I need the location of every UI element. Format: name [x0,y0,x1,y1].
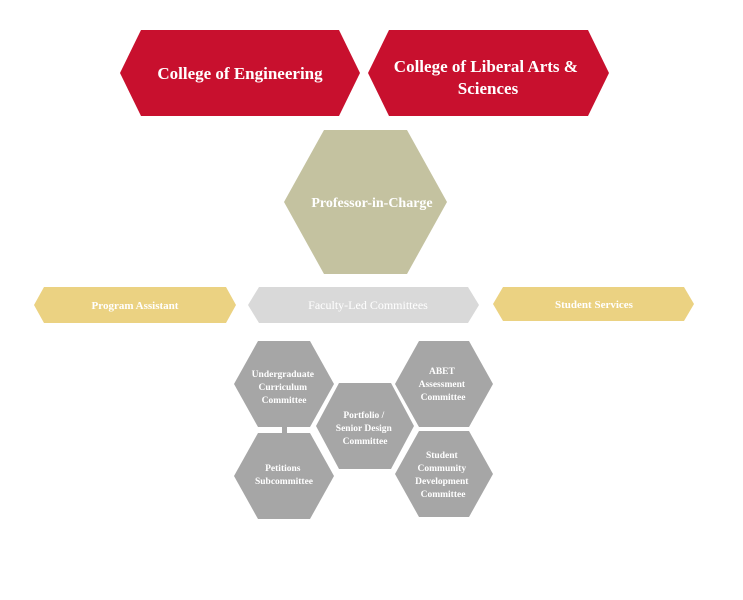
student-services-node: Student Services [493,287,694,321]
student-services-label: Student Services [555,299,634,311]
undergraduate-curriculum-committee-label: Undergraduate Curriculum Committee [252,370,317,406]
faculty-led-committees-label: Faculty-Led Committees [308,298,428,312]
college-of-engineering-label: College of Engineering [157,64,323,83]
college-of-engineering-shape [120,30,360,116]
professor-in-charge-node: Professor-in-Charge [284,130,447,274]
committee-label-line: Undergraduate [252,370,314,380]
committee-label-line: Portfolio / [343,411,384,421]
committee-label-line: Student [426,451,459,461]
portfolio-senior-design-committee-label: Portfolio / Senior Design Committee [336,411,394,447]
committee-label-line: Senior Design [336,424,393,434]
committee-label-line: Committee [343,437,388,447]
college-of-liberal-arts-line: Sciences [458,79,519,98]
professor-in-charge-label: Professor-in-Charge [311,196,432,211]
student-services-shape [493,287,694,321]
petitions-subcommittee-node: Petitions Subcommittee [234,433,334,519]
committee-label-line: Committee [421,393,466,403]
undergraduate-curriculum-committee-node: Undergraduate Curriculum Committee [234,341,334,427]
petitions-subcommittee-shape [234,433,334,519]
committee-label-line: Development [415,477,469,487]
program-assistant-shape [34,287,236,323]
student-community-development-committee-shape [395,431,493,517]
committee-label-line: Committee [421,490,466,500]
committee-label-line: Curriculum [259,383,308,393]
committee-label-line: Subcommittee [255,477,313,487]
committee-connector [282,424,287,436]
committee-label-line: ABET [429,367,456,377]
student-community-development-committee-label: Student Community Development Committee [415,451,471,500]
faculty-led-committees-node: Faculty-Led Committees [248,287,479,323]
committee-label-line: Committee [262,396,307,406]
abet-assessment-committee-node: ABET Assessment Committee [395,341,493,427]
abet-assessment-committee-shape [395,341,493,427]
program-assistant-node: Program Assistant [34,287,236,323]
committee-label-line: Community [418,464,467,474]
program-assistant-label: Program Assistant [92,300,179,312]
undergraduate-curriculum-committee-shape [234,341,334,427]
committee-label-line: Petitions [265,464,301,474]
college-of-liberal-arts-line: College of Liberal Arts & [394,57,578,76]
abet-assessment-committee-label: ABET Assessment Committee [419,367,468,403]
committee-label-line: Assessment [419,380,466,390]
student-community-development-committee-node: Student Community Development Committee [395,431,493,517]
professor-in-charge-shape [284,130,447,274]
college-of-liberal-arts-label: College of Liberal Arts & Sciences [394,57,582,98]
portfolio-senior-design-committee-shape [316,383,414,469]
college-of-liberal-arts-node: College of Liberal Arts & Sciences [368,30,609,116]
portfolio-senior-design-committee-node: Portfolio / Senior Design Committee [316,383,414,469]
college-of-liberal-arts-shape [368,30,609,116]
faculty-led-committees-shape [248,287,479,323]
college-of-engineering-node: College of Engineering [120,30,360,116]
petitions-subcommittee-label: Petitions Subcommittee [255,464,313,487]
